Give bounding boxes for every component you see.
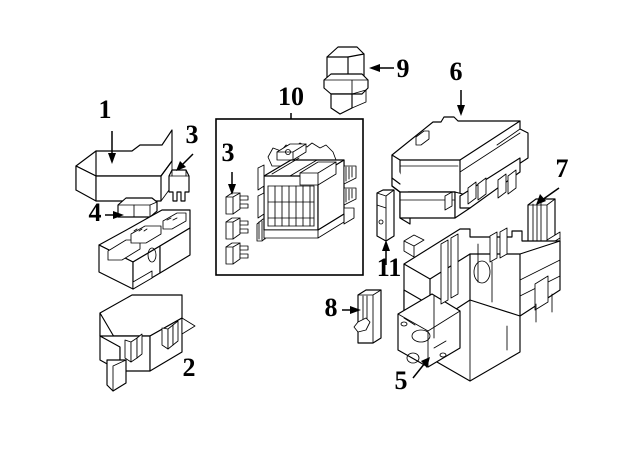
part-fuse-block-housing: [397, 227, 561, 382]
callout-label-7: 7: [556, 154, 569, 183]
part-fuse-and-relay-block-assembly: [257, 142, 357, 239]
callout-label-5: 5: [395, 366, 408, 395]
callout-label-11: 11: [377, 253, 402, 282]
mini-fuse-2: [225, 217, 249, 240]
leader-lines: [105, 64, 560, 379]
part-bracket-stay: [376, 189, 395, 242]
assembly-group-box: [215, 118, 364, 276]
part-relay-bracket-lower: [99, 294, 196, 392]
callout-labels: 1 2 3 3 4 5 6 7 8 9 10 11: [89, 54, 569, 395]
callout-label-2: 2: [183, 353, 196, 382]
callout-label-4: 4: [89, 198, 102, 227]
fuse-slot-rows: [267, 185, 315, 227]
part-fuse-box-upper-cover: [391, 116, 529, 225]
callout-label-9: 9: [397, 54, 410, 83]
mini-fuse-3: [225, 242, 249, 265]
callout-label-6: 6: [450, 57, 463, 86]
part-relay: [323, 46, 369, 115]
callout-label-3a: 3: [186, 120, 199, 149]
callout-label-3b: 3: [222, 138, 235, 167]
part-fuse-box-cover-long: [75, 129, 173, 202]
callout-label-8: 8: [325, 293, 338, 322]
part-fuse-puller: [117, 197, 158, 218]
part-blade-fuse: [168, 169, 190, 202]
callout-label-10: 10: [278, 82, 304, 111]
callout-label-1: 1: [99, 95, 112, 124]
part-relay-bracket-upper-module: [98, 209, 191, 290]
part-retainer-clip: [353, 289, 382, 344]
